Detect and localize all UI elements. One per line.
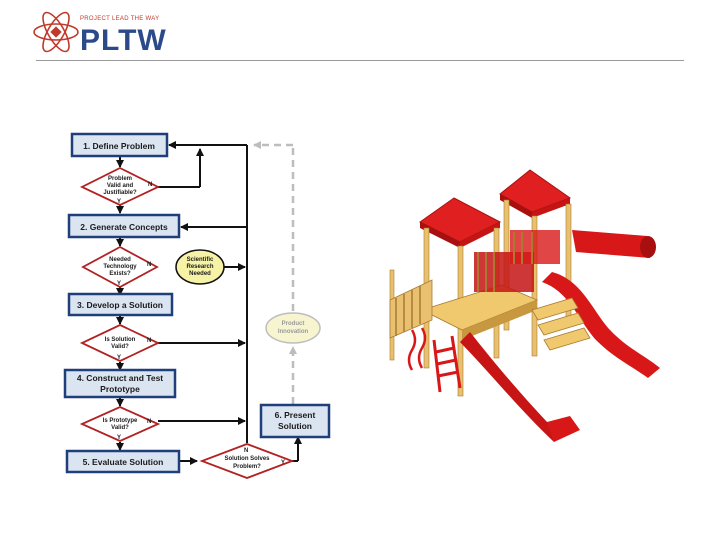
decision-text: Technology [103,264,137,270]
step-label: 5. Evaluate Solution [83,457,164,467]
step-present-solution: 6. Present Solution [259,403,331,439]
scientific-research-node: Scientific Research Needed [175,249,225,285]
decision-text: Valid? [111,344,129,350]
research-text: Needed [189,271,211,277]
decision-text: Exists? [109,271,131,277]
step-label-line2: Prototype [100,384,140,394]
decision-text: Is Prototype [103,418,138,424]
decision-text: Solution Solves [224,456,270,462]
decision-problem-valid: Problem Valid and Justifiable? N Y [79,166,161,206]
pltw-atom-logo-icon [33,11,79,53]
header: PROJECT LEAD THE WAY PLTW [0,0,720,62]
step-develop-solution: 3. Develop a Solution [67,292,174,317]
innovation-text: Innovation [278,329,309,335]
decision-solution-valid: Is Solution Valid? N Y [79,324,161,362]
decision-text: Problem? [233,464,261,470]
no-label: N [147,419,151,425]
yes-label: Y [117,199,121,205]
pltw-wordmark: PLTW [80,24,167,57]
innovation-text: Product [282,321,305,327]
step-define-problem: 1. Define Problem [70,132,169,158]
research-text: Scientific [187,257,214,263]
step-label: 1. Define Problem [83,141,155,151]
step-generate-concepts: 2. Generate Concepts [67,213,181,239]
no-label: N [147,262,151,268]
yes-label: Y [117,281,121,287]
decision-text: Needed [109,257,131,263]
step-label-line2: Solution [278,421,312,431]
decision-prototype-valid: Is Prototype Valid? N Y [79,406,161,442]
decision-text: Valid? [111,425,129,431]
decision-text: Valid and [107,183,134,189]
decision-text: Justifiable? [103,190,137,196]
tagline: PROJECT LEAD THE WAY [80,16,160,22]
decision-text: Is Solution [105,337,136,343]
step-evaluate-solution: 5. Evaluate Solution [65,449,181,474]
yes-label: Y [281,460,285,466]
decision-technology-exists: Needed Technology Exists? N Y [81,245,159,289]
yes-label: Y [117,435,121,441]
step-label-line1: 4. Construct and Test [77,373,163,383]
no-label: N [147,338,151,344]
yes-label: Y [117,355,121,361]
product-innovation-node: Product Innovation [265,312,321,344]
research-text: Research [186,264,213,270]
decision-solution-solves: Solution Solves Problem? N Y [199,443,295,479]
header-divider [36,60,684,61]
step-construct-prototype: 4. Construct and Test Prototype [63,368,177,399]
design-process-flowchart: 1. Define Problem 2. Generate Concepts 3… [63,132,331,479]
decision-text: Problem [108,176,132,182]
no-label: N [244,448,248,454]
no-label: N [148,182,152,188]
step-label-line1: 6. Present [275,410,316,420]
playground-illustration [389,169,660,442]
step-label: 2. Generate Concepts [80,222,168,232]
step-label: 3. Develop a Solution [77,300,163,310]
